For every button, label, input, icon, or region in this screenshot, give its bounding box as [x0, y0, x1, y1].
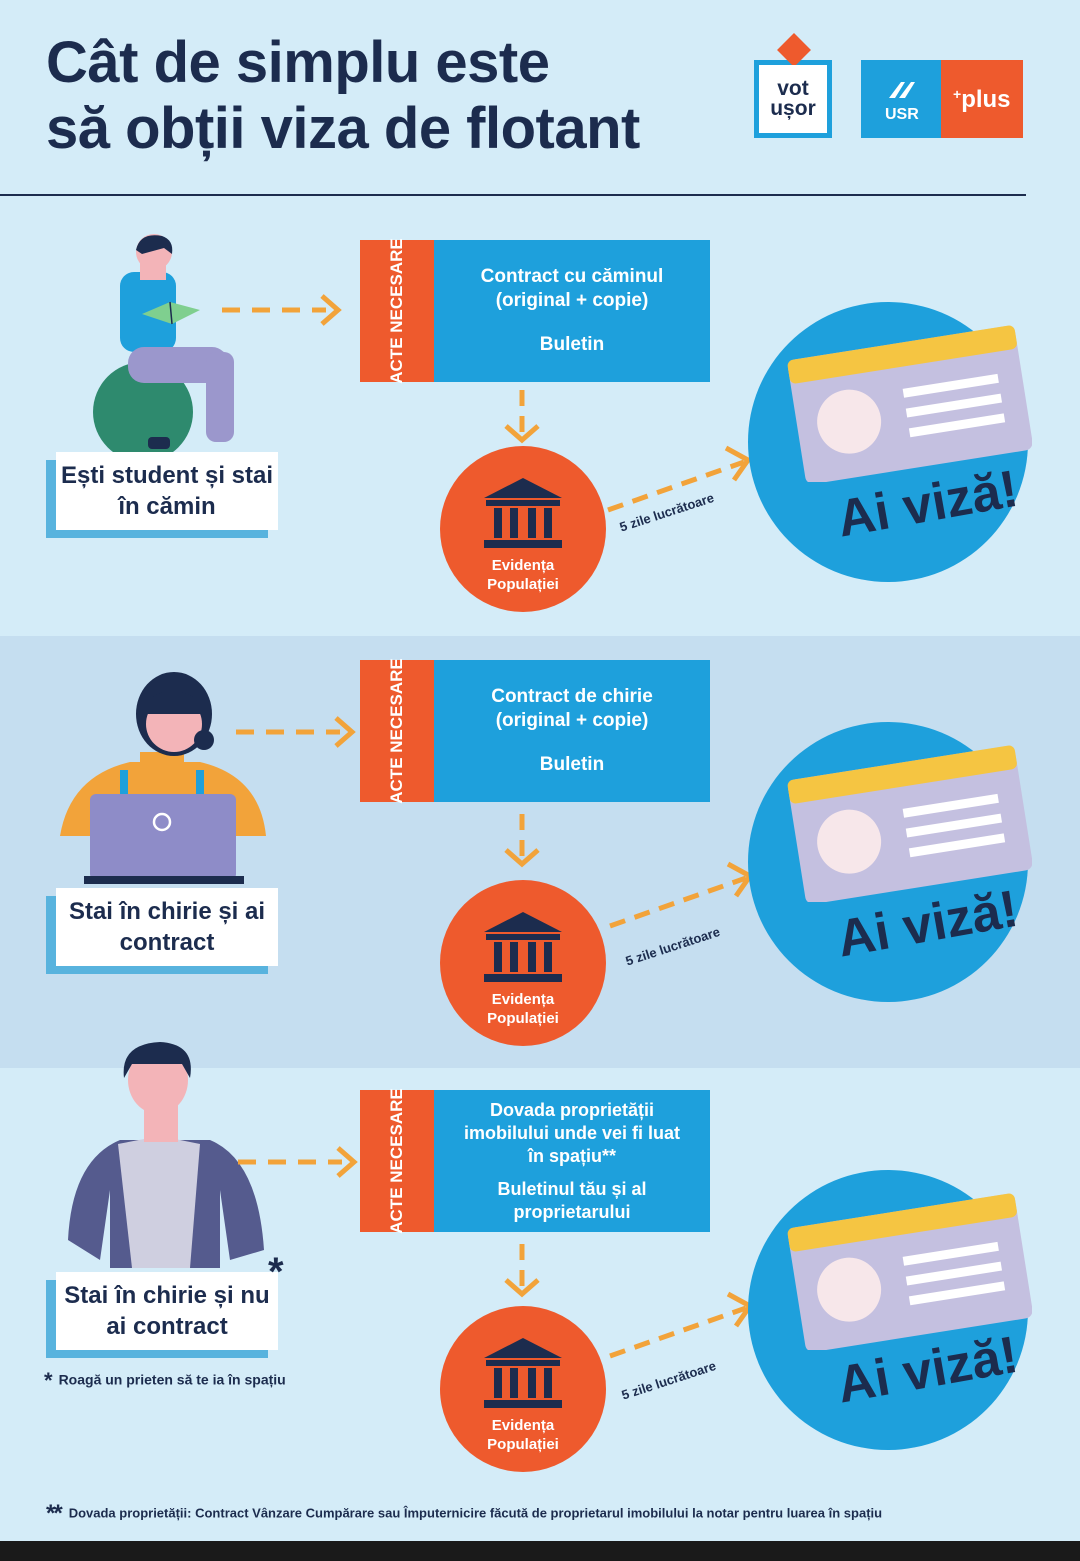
institution-building-icon	[484, 478, 562, 548]
docs-side-3: ACTE NECESARE	[360, 1088, 434, 1234]
logo-usor-text: ușor	[770, 97, 816, 120]
institution-building-icon	[484, 912, 562, 982]
page-title-line2: să obții viza de flotant	[46, 96, 640, 161]
dashed-arrow-icon	[222, 294, 342, 326]
label-rent-no-contract: Stai în chirie și nu ai contract	[46, 1272, 278, 1358]
dashed-arrow-icon	[238, 1146, 358, 1178]
id-card-icon	[787, 325, 1032, 482]
dashed-arrow-icon	[236, 716, 356, 748]
footnote-2-star: **	[46, 1500, 63, 1527]
institution-caption-1: Evidența Populației	[487, 557, 559, 593]
docs-side-1: ACTE NECESARE	[360, 238, 434, 384]
docs-box-3: ACTE NECESARE Dovada proprietății imobil…	[360, 1088, 710, 1234]
ballot-flag-icon	[777, 33, 811, 67]
label-student-text: Ești student și stai în cămin	[56, 452, 278, 530]
label-rent-contract: Stai în chirie și ai contract	[46, 888, 278, 974]
footnote-1: * Roagă un prieten să te ia în spațiu	[44, 1368, 286, 1394]
dashed-arrow-down-icon	[504, 1244, 540, 1298]
person-laptop-icon	[60, 672, 266, 884]
institution-circle-1: Evidența Populației	[440, 446, 606, 612]
docs-line2-2: Buletin	[539, 754, 605, 775]
label-rent-contract-text: Stai în chirie și ai contract	[56, 888, 278, 966]
docs-line1-1: Contract cu căminul (original + copie)	[480, 266, 664, 311]
docs-side-text-2: ACTE NECESARE	[387, 658, 406, 804]
logo-vot-text: vot	[777, 77, 809, 100]
dashed-arrow-down-icon	[504, 814, 540, 868]
docs-line1-3: Dovada proprietății imobilului unde vei …	[463, 1099, 680, 1166]
footnote-2-text: Dovada proprietății: Contract Vânzare Cu…	[68, 1505, 883, 1521]
person-standing-icon	[68, 1042, 264, 1268]
docs-side-text-3: ACTE NECESARE	[387, 1088, 406, 1234]
footnote-1-text: Roagă un prieten să te ia în spațiu	[58, 1371, 286, 1388]
institution-caption-2: Evidența Populației	[487, 991, 559, 1027]
label-student: Ești student și stai în cămin	[46, 452, 278, 538]
docs-box-2: ACTE NECESARE Contract de chirie (origin…	[360, 658, 710, 804]
label-rent-no-contract-text: Stai în chirie și nu ai contract	[56, 1272, 278, 1350]
plus-logo: +plus	[941, 60, 1023, 138]
dashed-arrow-down-icon	[504, 390, 540, 444]
vot-usor-logo: vot ușor	[754, 33, 832, 138]
header-divider	[0, 194, 1026, 196]
logo-usr-text: USR	[885, 106, 919, 123]
logo-plus-text: plus	[961, 86, 1011, 113]
bottom-bar	[0, 1541, 1080, 1561]
person-reading-icon	[93, 234, 234, 452]
institution-building-icon	[484, 1338, 562, 1408]
footnote-star-marker: *	[268, 1250, 284, 1294]
page-title: Cât de simplu este să obții viza de flot…	[46, 30, 640, 162]
institution-circle-2: Evidența Populației	[440, 880, 606, 1046]
page-title-line1: Cât de simplu este	[46, 30, 550, 95]
docs-line2-3: Buletinul tău și al proprietarului	[497, 1178, 647, 1222]
id-card-icon	[787, 745, 1032, 902]
usr-chevron-icon	[889, 82, 915, 98]
dashed-arrow-diagonal-icon	[609, 1291, 754, 1359]
institution-circle-3: Evidența Populației	[440, 1306, 606, 1472]
docs-side-2: ACTE NECESARE	[360, 658, 434, 804]
docs-line1-2: Contract de chirie (original + copie)	[491, 686, 653, 731]
id-card-icon	[787, 1193, 1032, 1350]
docs-box-1: ACTE NECESARE Contract cu căminul (origi…	[360, 238, 710, 384]
footnote-1-star: *	[44, 1368, 53, 1393]
docs-side-text-1: ACTE NECESARE	[387, 238, 406, 384]
institution-caption-3: Evidența Populației	[487, 1417, 559, 1453]
footnote-2: ** Dovada proprietății: Contract Vânzare …	[46, 1500, 882, 1528]
dashed-arrow-diagonal-icon	[607, 445, 752, 513]
logo-plus-sup: +	[953, 86, 962, 102]
dashed-arrow-diagonal-icon	[609, 861, 754, 929]
usr-logo: USR	[861, 60, 941, 138]
docs-line2-1: Buletin	[539, 334, 605, 355]
